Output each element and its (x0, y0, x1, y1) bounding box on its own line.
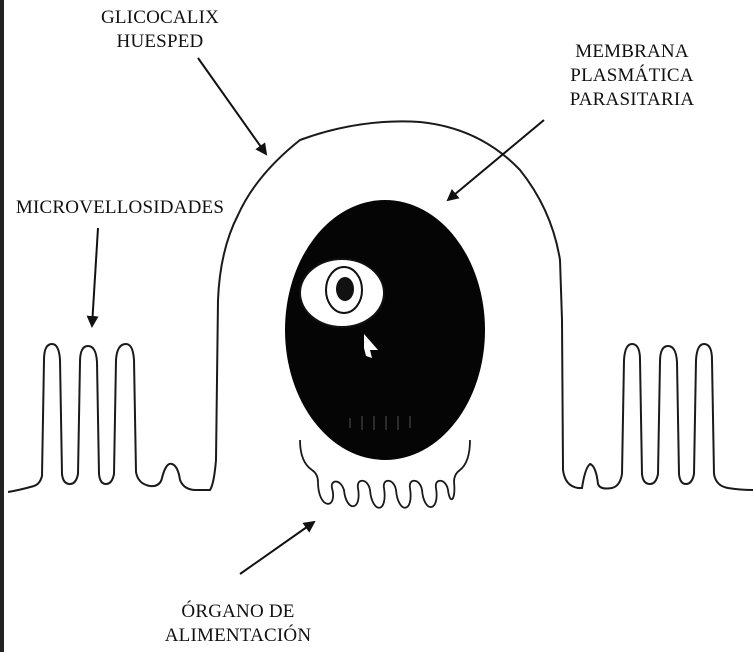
feeding-organ-outline-right (454, 440, 470, 482)
arrow-glicocalix (198, 58, 266, 154)
parasite-body (285, 200, 485, 460)
label-glicocalix-line-1: GLICOCALIX (101, 6, 219, 30)
label-microvellosidades: MICROVELLOSIDADES (16, 196, 224, 220)
feeding-organ-outline (300, 440, 318, 482)
label-glicocalix-huesped: GLICOCALIX HUESPED (101, 6, 219, 54)
label-membrana-line-3: PARASITARIA (570, 88, 695, 112)
label-microvellosidades-text: MICROVELLOSIDADES (16, 196, 224, 220)
label-membrana-line-2: PLASMÁTICA (570, 64, 695, 88)
arrow-organo (240, 522, 314, 574)
arrow-microvellosidades (92, 228, 98, 326)
label-membrana-plasmatica-parasitaria: MEMBRANA PLASMÁTICA PARASITARIA (570, 40, 695, 112)
label-organo-line-2: ALIMENTACIÓN (165, 624, 312, 648)
label-organo-de-alimentacion: ÓRGANO DE ALIMENTACIÓN (165, 600, 312, 648)
label-organo-line-1: ÓRGANO DE (165, 600, 312, 624)
nucleus-core (336, 277, 354, 301)
label-membrana-line-1: MEMBRANA (570, 40, 695, 64)
label-glicocalix-line-2: HUESPED (101, 30, 219, 54)
feeding-organ-loops (318, 481, 454, 508)
